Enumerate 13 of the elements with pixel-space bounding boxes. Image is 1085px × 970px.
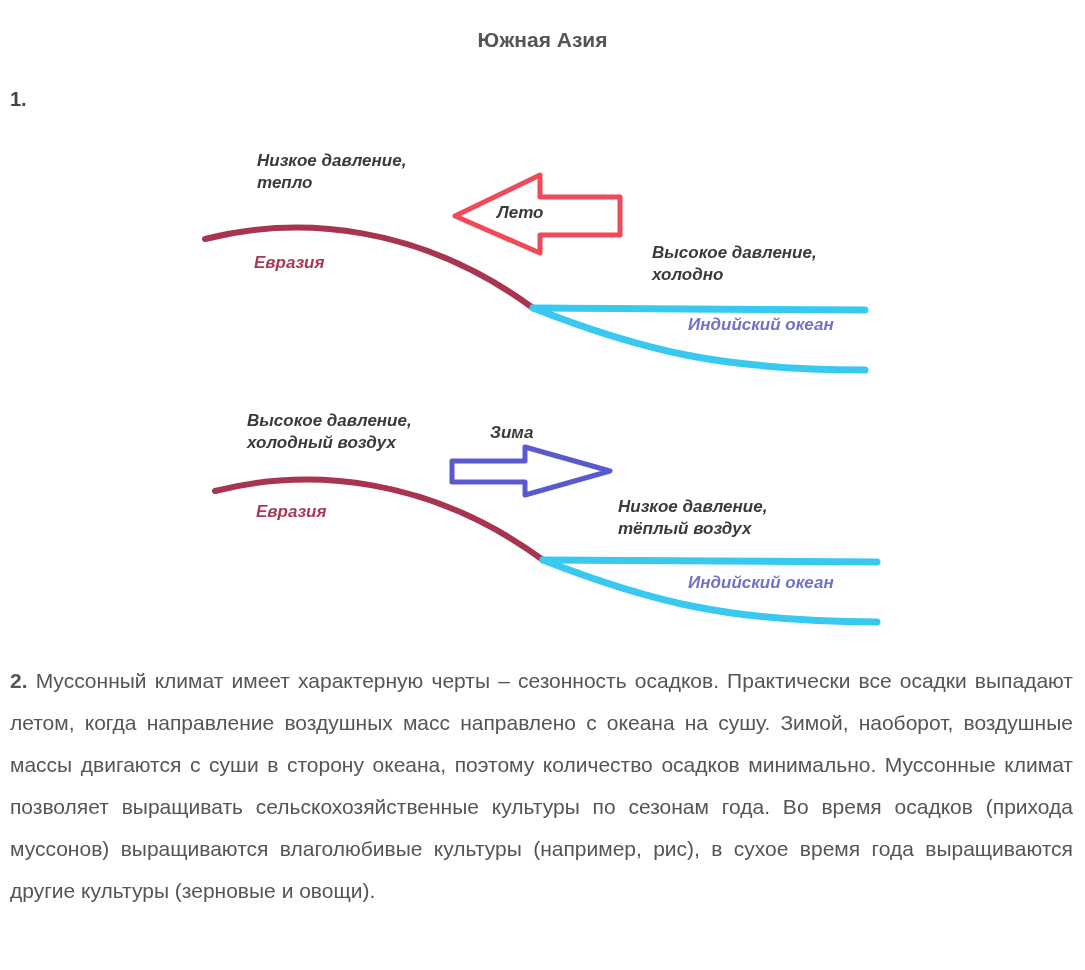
label: Зима bbox=[490, 422, 535, 444]
title: Южная Азия bbox=[476, 28, 609, 52]
region-label: Евразия bbox=[256, 501, 328, 523]
region-label: Евразия bbox=[254, 252, 326, 274]
paragraph: 2. Муссонный климат имеет характерную черты – сезонность осадков. Практически все осадки выпадают летом, когда направление воздушных масс направлено с океана на сушу. Зимой, наоборот, воздушные массы двигаются с суши в сторону океана, поэтому количество осадков минимально. Муссонные климат позволяет выращивать сельскохозяйственные культуры по сезонам года. Во время осадков (прихода муссонов) выращиваются влаголюбивые культуры (например, рис), в сухое время года выращиваются другие культуры (зерновые и овощи). bbox=[10, 668, 1073, 904]
region-label: Индийский океан bbox=[688, 314, 835, 336]
label: Высокое давление, холодный воздух bbox=[247, 410, 413, 454]
section-number: 1. bbox=[10, 88, 28, 110]
label: Высокое давление, холодно bbox=[652, 242, 818, 286]
label: Лето bbox=[497, 202, 545, 224]
region-label: Индийский океан bbox=[688, 572, 835, 594]
label: Низкое давление, тёплый воздух bbox=[618, 496, 769, 540]
label: Низкое давление, тепло bbox=[257, 150, 408, 194]
